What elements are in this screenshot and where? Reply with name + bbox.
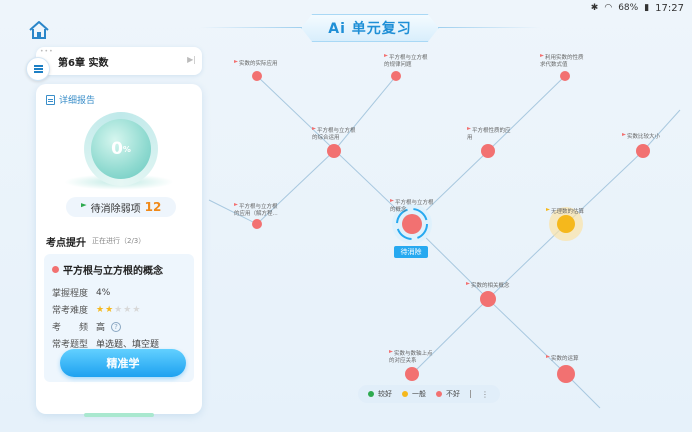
report-icon	[46, 94, 55, 105]
map-node-n9[interactable]	[557, 215, 575, 233]
map-node-label-n2: 平方根与立方根的规律问题	[384, 54, 428, 68]
collapse-icon[interactable]: ▶|	[187, 55, 196, 64]
map-node-label-n5: 平方根性质的应用	[467, 127, 511, 141]
map-node-n1[interactable]	[252, 71, 262, 81]
map-node-label-n6: 实数比较大小	[622, 133, 660, 141]
battery-text: 68%	[618, 3, 639, 13]
legend-separator	[470, 390, 471, 398]
map-node-label-n1: 实数的实际应用	[234, 60, 278, 68]
map-node-label-n3: 利用实数的性质求代数式值	[540, 54, 584, 68]
page-title: Ai 单元复习	[301, 14, 439, 42]
chapter-title: 第6章 实数	[58, 57, 109, 69]
detail-report-link[interactable]: 详细报告	[46, 93, 95, 106]
chapter-selector[interactable]: ••• 第6章 实数 ▶|	[36, 47, 202, 75]
drag-handle-icon: •••	[40, 48, 54, 55]
map-node-label-n11: 实数与数轴上点的对应关系	[389, 350, 433, 364]
star-icon: ★	[123, 304, 132, 315]
weak-items-label: 待消除弱项	[90, 203, 141, 215]
current-node-ring	[396, 208, 428, 240]
wifi-icon: ◠	[604, 3, 613, 13]
section-title: 考点提升	[46, 238, 86, 249]
map-node-n10[interactable]	[480, 291, 496, 307]
legend-bad: 不好	[436, 389, 460, 399]
map-node-n8[interactable]	[402, 214, 422, 234]
legend-good: 较好	[368, 389, 392, 399]
topic-name: 平方根与立方根的概念	[52, 262, 163, 277]
map-node-n12[interactable]	[557, 365, 575, 383]
map-node-n3[interactable]	[560, 71, 570, 81]
more-icon[interactable]: ⋮	[481, 389, 489, 399]
panel-bottom-accent	[84, 413, 154, 417]
map-node-n4[interactable]	[327, 144, 341, 158]
menu-button[interactable]	[26, 57, 50, 81]
weak-items-count: 12	[144, 200, 162, 214]
progress-value: 0%	[91, 119, 151, 179]
home-icon[interactable]	[28, 20, 50, 40]
map-node-label-n7: 平方根与立方根的应用（解方程...	[234, 203, 278, 217]
map-node-n2[interactable]	[391, 71, 401, 81]
weak-items-badge: 待消除弱项 12	[66, 197, 176, 217]
star-icon: ★	[114, 304, 123, 315]
map-node-n11[interactable]	[405, 367, 419, 381]
frequency-row: 考 频高?	[52, 320, 122, 333]
map-legend: 较好 一般 不好 ⋮	[358, 385, 500, 403]
difficulty-row: 常考难度 ★★★★★	[52, 304, 141, 317]
bluetooth-icon: ✱	[590, 3, 599, 13]
progress-ring: 0%	[84, 112, 158, 186]
map-node-label-n12: 实数的运算	[546, 355, 579, 363]
status-dot	[52, 266, 59, 273]
map-node-label-n9: 无理数的估算	[546, 208, 584, 216]
flag-icon	[80, 203, 87, 208]
map-node-n5[interactable]	[481, 144, 495, 158]
detail-report-label: 详细报告	[59, 96, 96, 106]
star-icon: ★	[132, 304, 141, 315]
map-node-label-n8: 平方根与立方根的概念	[390, 199, 434, 213]
star-icon: ★	[96, 304, 105, 315]
menu-icon	[33, 68, 43, 70]
review-panel: 详细报告 0% 待消除弱项 12 考点提升 正在进行（2/3） 平方根与立方根的…	[36, 84, 202, 417]
precise-learn-button[interactable]: 精准学	[60, 349, 186, 377]
section-status: 正在进行（2/3）	[92, 237, 146, 245]
difficulty-stars: ★★★★★	[96, 305, 140, 315]
header: Ai 单元复习	[200, 14, 540, 42]
map-node-n7[interactable]	[252, 219, 262, 229]
map-node-label-n10: 实数的相关概念	[466, 282, 510, 290]
status-bar: ✱ ◠ 68% ▮ 17:27	[591, 0, 684, 16]
battery-icon: ▮	[644, 3, 650, 13]
map-node-label-n4: 平方根与立方根的综合运用	[312, 127, 356, 141]
help-icon[interactable]: ?	[111, 321, 122, 332]
legend-normal: 一般	[402, 389, 426, 399]
current-node-tag: 待消除	[394, 246, 428, 258]
question-type-row: 常考题型单选题、填空题	[52, 340, 160, 350]
map-node-n6[interactable]	[636, 144, 650, 158]
star-icon: ★	[105, 304, 114, 315]
clock: 17:27	[655, 2, 684, 14]
